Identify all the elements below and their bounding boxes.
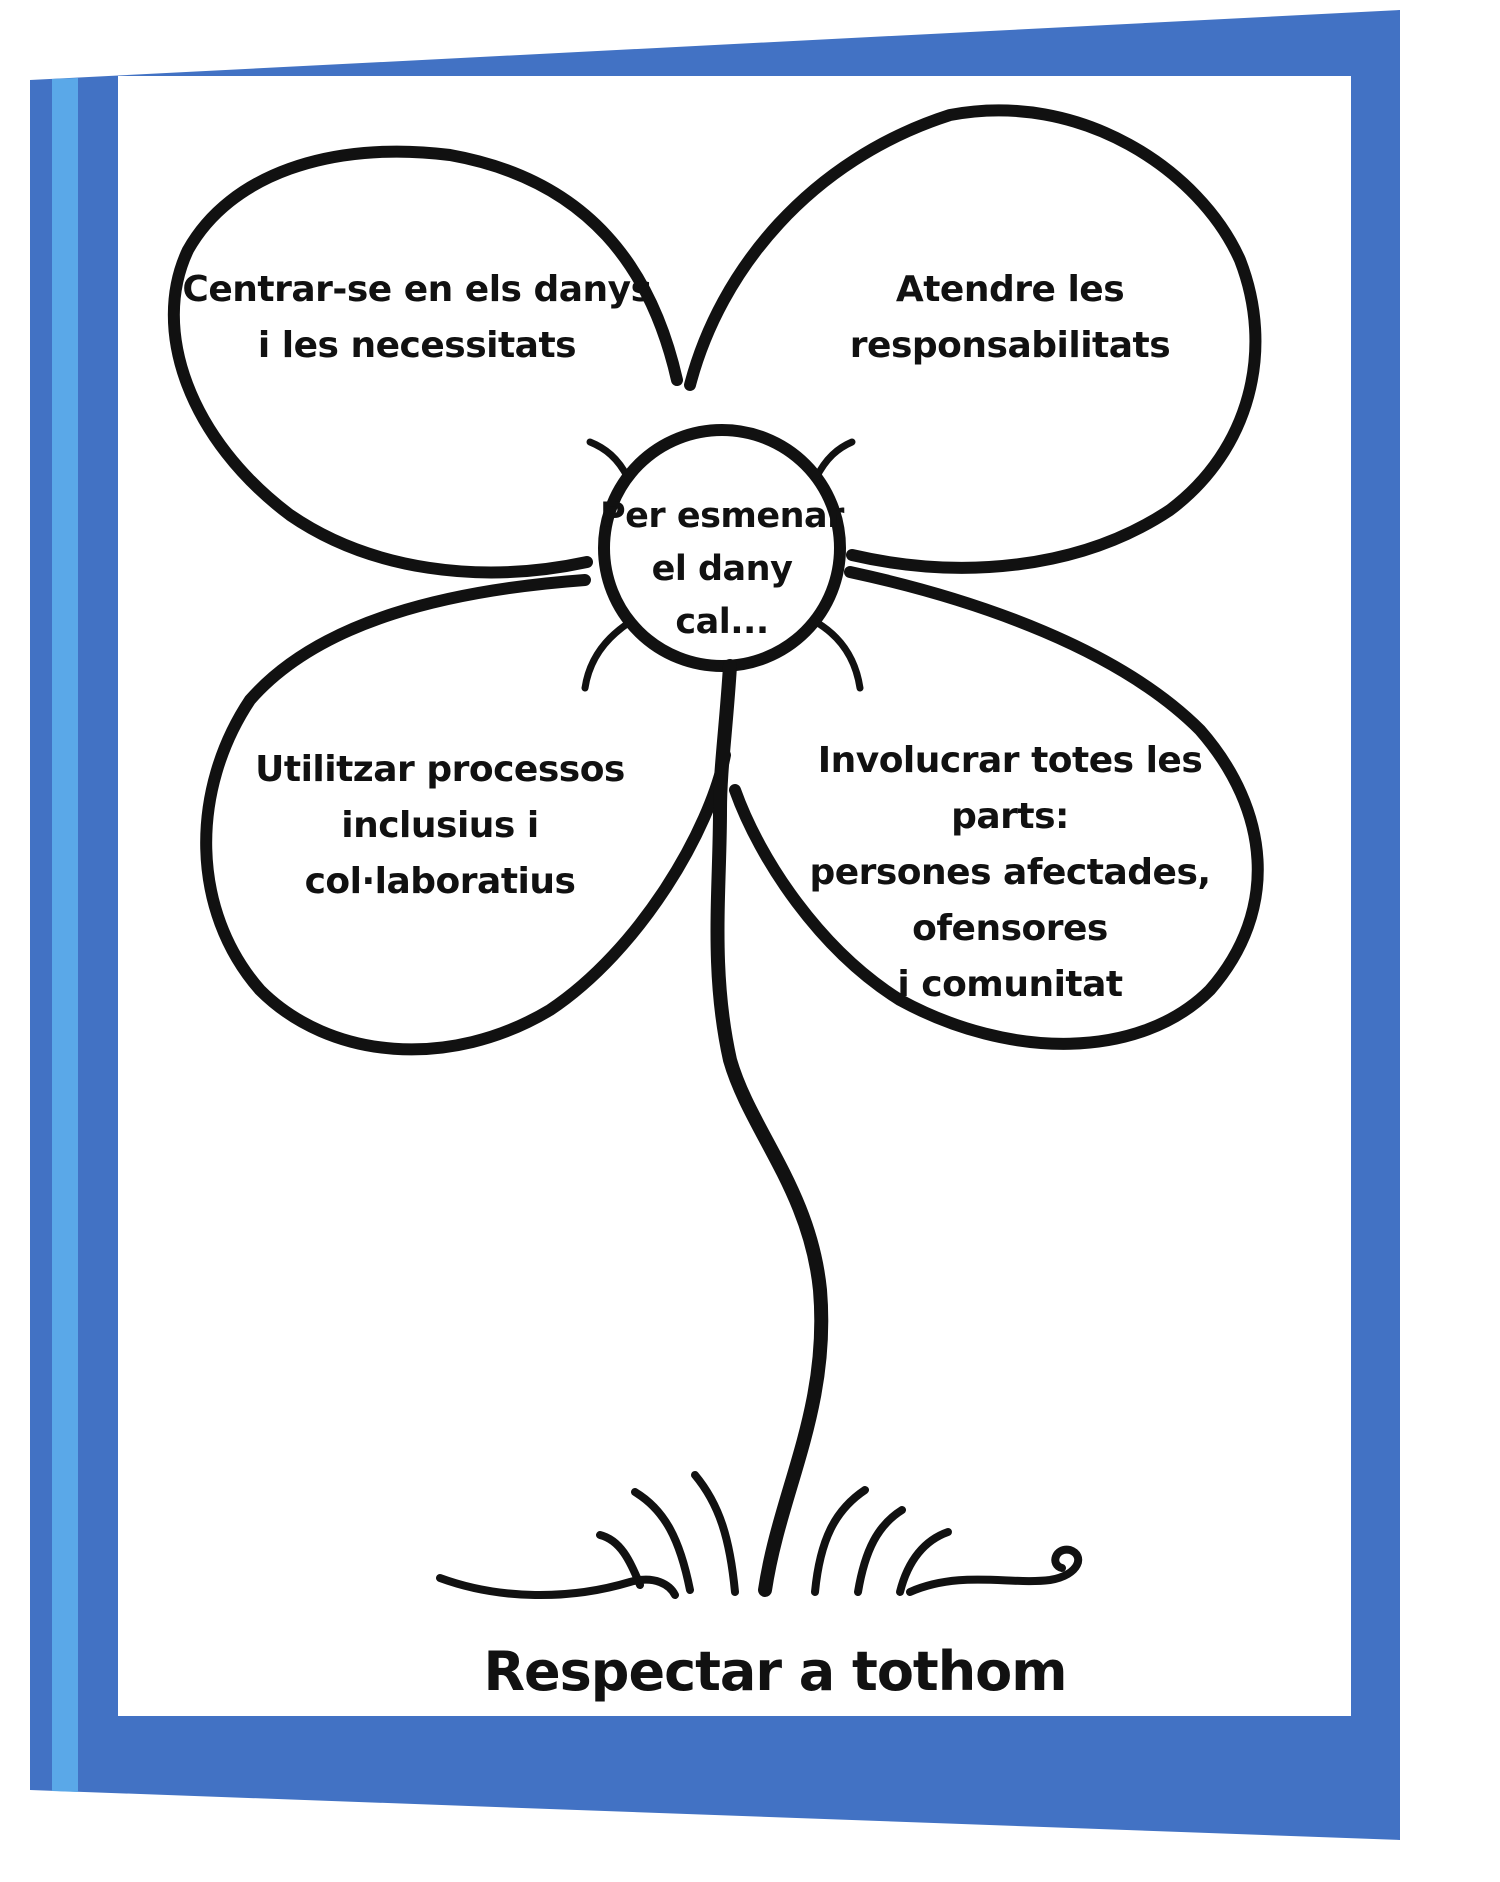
petal-label-line: responsabilitats bbox=[849, 325, 1171, 366]
petal-label-line: i comunitat bbox=[897, 964, 1123, 1005]
petal-label-line: col·laboratius bbox=[304, 861, 576, 902]
petal-top-right bbox=[684, 104, 1262, 574]
sepal-curl bbox=[586, 438, 632, 482]
book-cover bbox=[30, 10, 1400, 1840]
petal-label-line: Involucrar totes les bbox=[817, 740, 1203, 781]
center-label: Per esmenar el dany cal... bbox=[592, 490, 852, 649]
grass-blade bbox=[631, 1488, 694, 1594]
petal-label-line: Atendre les bbox=[895, 269, 1125, 310]
petal-label-line: ofensores bbox=[912, 908, 1108, 949]
petal-label-line: inclusius i bbox=[341, 805, 539, 846]
footer-caption: Respectar a tothom bbox=[483, 1640, 1067, 1703]
grass-blade bbox=[896, 1528, 952, 1596]
flower-center bbox=[598, 424, 846, 672]
petal-label-line: persones afectades, bbox=[809, 852, 1211, 893]
ground-line-left bbox=[436, 1574, 679, 1600]
petal-label-line: Utilitzar processos bbox=[255, 749, 625, 790]
petal-top-left bbox=[167, 145, 683, 579]
petal-label-top-left: Centrar-se en els danys i les necessitat… bbox=[177, 262, 657, 374]
petal-label-line: parts: bbox=[951, 796, 1069, 837]
petal-label-line: i les necessitats bbox=[257, 325, 577, 366]
petal-bottom-right bbox=[729, 566, 1264, 1050]
petal-label-bottom-right: Involucrar totes les parts: persones afe… bbox=[780, 733, 1240, 1013]
petal-label-line: Centrar-se en els danys bbox=[182, 269, 652, 310]
petal-bottom-left bbox=[200, 574, 731, 1056]
page-area bbox=[118, 76, 1351, 1716]
petal-label-top-right: Atendre les responsabilitats bbox=[820, 262, 1200, 374]
ground-line-right bbox=[906, 1545, 1083, 1596]
petal-label-bottom-left: Utilitzar processos inclusius i col·labo… bbox=[240, 742, 640, 910]
sepal-curl bbox=[812, 618, 864, 692]
grass-blade bbox=[811, 1486, 869, 1596]
center-label-line: cal... bbox=[675, 602, 769, 642]
sepal-curl bbox=[812, 438, 856, 482]
center-label-line: Per esmenar bbox=[600, 496, 844, 536]
grass-blade bbox=[691, 1471, 739, 1596]
sepal-curl bbox=[581, 618, 634, 692]
center-label-line: el dany bbox=[651, 549, 793, 589]
spine-highlight bbox=[52, 78, 78, 1792]
grass-blade bbox=[854, 1506, 906, 1596]
flower-stem bbox=[710, 659, 829, 1597]
flower-diagram bbox=[167, 104, 1264, 1600]
